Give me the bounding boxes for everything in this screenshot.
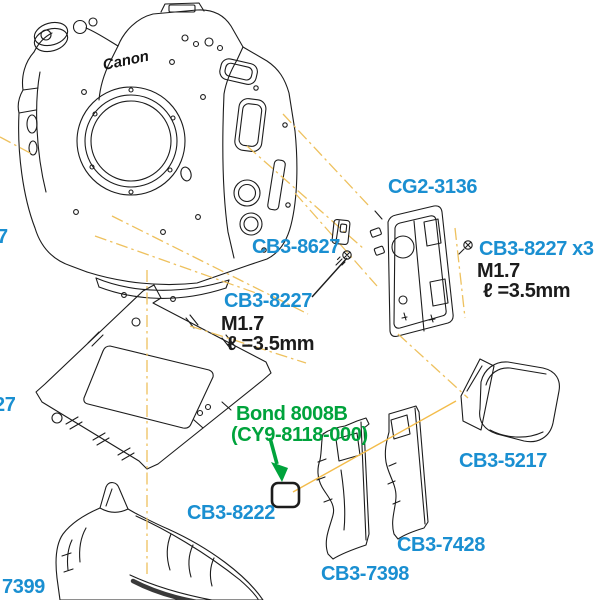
cover-cb3-5217-drawing xyxy=(460,358,560,443)
bracket-cb3-7428-drawing xyxy=(384,405,429,540)
part-label-cb3-8627: CB3-8627 xyxy=(252,236,340,258)
part-label-cb3-7428: CB3-7428 xyxy=(397,534,485,556)
screw-spec-size-right: M1.7 xyxy=(477,260,520,282)
part-label-cb3-5217: CB3-5217 xyxy=(459,450,547,472)
chassis-plate-drawing xyxy=(35,284,272,470)
part-label-cb3-8222: CB3-8222 xyxy=(187,502,275,524)
part-label-cb3-8227: CB3-8227 xyxy=(224,290,312,312)
part-label-7399-partial: 7399 xyxy=(2,576,45,598)
screw-icon-left xyxy=(335,250,352,266)
part-label-cb3-7398: CB3-7398 xyxy=(321,563,409,585)
canon-logo: Canon xyxy=(101,48,150,74)
button-cap-cb3-8627-drawing xyxy=(331,218,351,246)
screw-spec-length-right: ℓ =3.5mm xyxy=(483,280,571,302)
part-label-27-partial: 27 xyxy=(0,394,16,416)
part-label-cg2-3136: CG2-3136 xyxy=(388,176,478,198)
adhesive-label-part: (CY9-8118-000) xyxy=(231,424,368,446)
adhesive-guide-line xyxy=(292,400,457,493)
part-label-7-partial: 7 xyxy=(0,226,8,248)
part-label-cb3-8227-x3: CB3-8227 x3 xyxy=(479,238,594,260)
rubber-pad-cb3-8222-drawing xyxy=(270,481,301,509)
bracket-cb3-7398-drawing xyxy=(316,417,370,560)
rear-panel-cg2-3136-drawing xyxy=(369,205,454,337)
screw-spec-length-left: ℓ =3.5mm xyxy=(227,333,315,355)
leader-line-cb3-8227 xyxy=(311,257,348,298)
adhesive-arrow-icon xyxy=(268,437,288,482)
screw-spec-size-left: M1.7 xyxy=(221,313,264,335)
adhesive-label-name: Bond 8008B xyxy=(236,403,348,425)
grip-cover-drawing xyxy=(55,482,264,600)
screw-icon-right xyxy=(458,240,473,255)
